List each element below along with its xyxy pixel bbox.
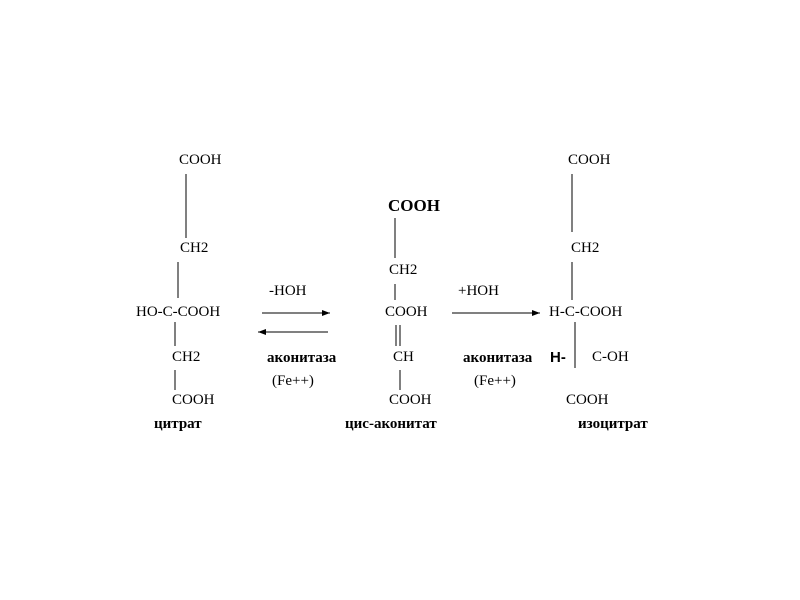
citrate-name: цитрат xyxy=(154,416,202,432)
citrate-center: HO-C-COOH xyxy=(136,304,221,320)
iso-ch2: CH2 xyxy=(571,240,600,256)
citrate-ch2-top: CH2 xyxy=(180,240,209,256)
step2-enzyme: аконитаза xyxy=(463,350,533,366)
step1-enzyme: аконитаза xyxy=(267,350,337,366)
step1-cofactor: (Fe++) xyxy=(272,373,314,389)
step2-cofactor: (Fe++) xyxy=(474,373,516,389)
citrate-cooh-top: COOH xyxy=(179,152,222,168)
iso-center: H-C-COOH xyxy=(549,304,623,320)
iso-cooh-bottom: COOH xyxy=(566,392,609,408)
cis-name: цис-аконитат xyxy=(345,416,437,432)
citrate-ch2-bottom: CH2 xyxy=(172,349,201,365)
iso-cooh-top: COOH xyxy=(568,152,611,168)
cis-ch2: CH2 xyxy=(389,262,418,278)
iso-c-oh: C-OH xyxy=(592,349,629,365)
cis-cooh-top: COOH xyxy=(388,196,440,215)
cis-ch: CH xyxy=(393,349,414,365)
cis-cooh-mid: COOH xyxy=(385,304,428,320)
iso-h-prefix: H- xyxy=(550,349,566,366)
step1-reagent: -HOH xyxy=(269,283,307,299)
citrate-cooh-bottom: COOH xyxy=(172,392,215,408)
step2-reagent: +HOH xyxy=(458,283,499,299)
iso-name: изоцитрат xyxy=(578,416,648,432)
cis-cooh-bottom: COOH xyxy=(389,392,432,408)
